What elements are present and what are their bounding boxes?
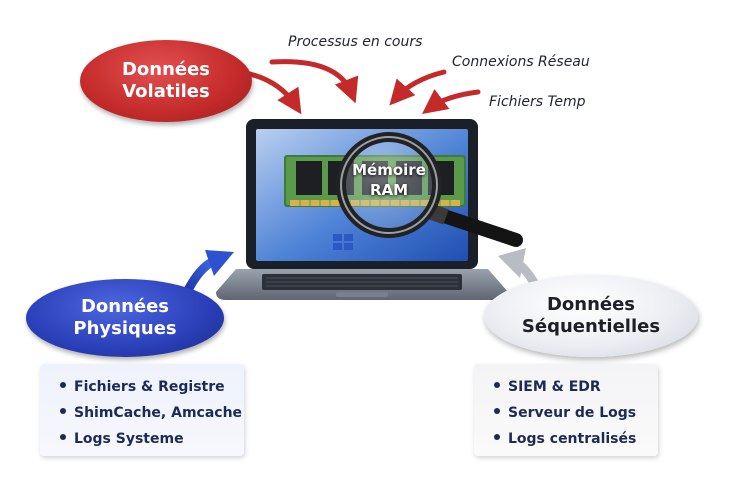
sequential-title-line1: Données xyxy=(546,294,636,316)
volatile-title-line2: Volatiles xyxy=(122,81,210,102)
ram-label: Mémoire RAM xyxy=(347,160,431,200)
ram-label-line2: RAM xyxy=(369,181,409,199)
list-item-text: SIEM & EDR xyxy=(508,379,601,395)
physical-oval: Données Physiques xyxy=(26,279,224,357)
list-item: Logs Systeme xyxy=(60,426,244,452)
ram-label-line1: Mémoire xyxy=(352,161,426,179)
list-item: SIEM & EDR xyxy=(494,374,658,400)
source-label-processus: Processus en cours xyxy=(288,34,423,50)
volatile-oval: Données Volatiles xyxy=(80,40,252,122)
list-item-text: Logs centralisés xyxy=(508,431,637,447)
bullet-icon xyxy=(494,408,500,414)
list-item: Serveur de Logs xyxy=(494,400,658,426)
bullet-icon xyxy=(494,382,500,388)
bullet-icon xyxy=(60,382,66,388)
source-label-temp: Fichiers Temp xyxy=(489,94,586,110)
list-item: Fichiers & Registre xyxy=(60,374,244,400)
volatile-title-line1: Données xyxy=(121,59,211,81)
physical-arrow xyxy=(183,250,234,295)
bullet-icon xyxy=(60,434,66,440)
sequential-oval: Données Séquentielles xyxy=(484,275,698,357)
sequential-list: SIEM & EDR Serveur de Logs Logs centrali… xyxy=(474,364,658,452)
physical-title-line2: Physiques xyxy=(73,318,177,339)
list-item: ShimCache, Amcache xyxy=(60,400,244,426)
list-item: Logs centralisés xyxy=(494,426,658,452)
bullet-icon xyxy=(494,434,500,440)
bullet-icon xyxy=(60,408,66,414)
physical-card: Fichiers & Registre ShimCache, Amcache L… xyxy=(40,364,244,456)
list-item-text: ShimCache, Amcache xyxy=(74,405,243,421)
sequential-card: SIEM & EDR Serveur de Logs Logs centrali… xyxy=(474,364,658,456)
windows-logo-icon xyxy=(333,234,353,250)
volatile-arrows xyxy=(237,59,481,115)
list-item-text: Fichiers & Registre xyxy=(74,379,225,395)
list-item-text: Logs Systeme xyxy=(74,431,184,447)
physical-list: Fichiers & Registre ShimCache, Amcache L… xyxy=(40,364,244,452)
source-label-reseau: Connexions Réseau xyxy=(452,54,590,70)
list-item-text: Serveur de Logs xyxy=(508,405,637,421)
physical-title-line1: Données xyxy=(80,296,170,318)
sequential-title-line2: Séquentielles xyxy=(521,316,661,337)
magnifier-icon xyxy=(336,132,523,247)
